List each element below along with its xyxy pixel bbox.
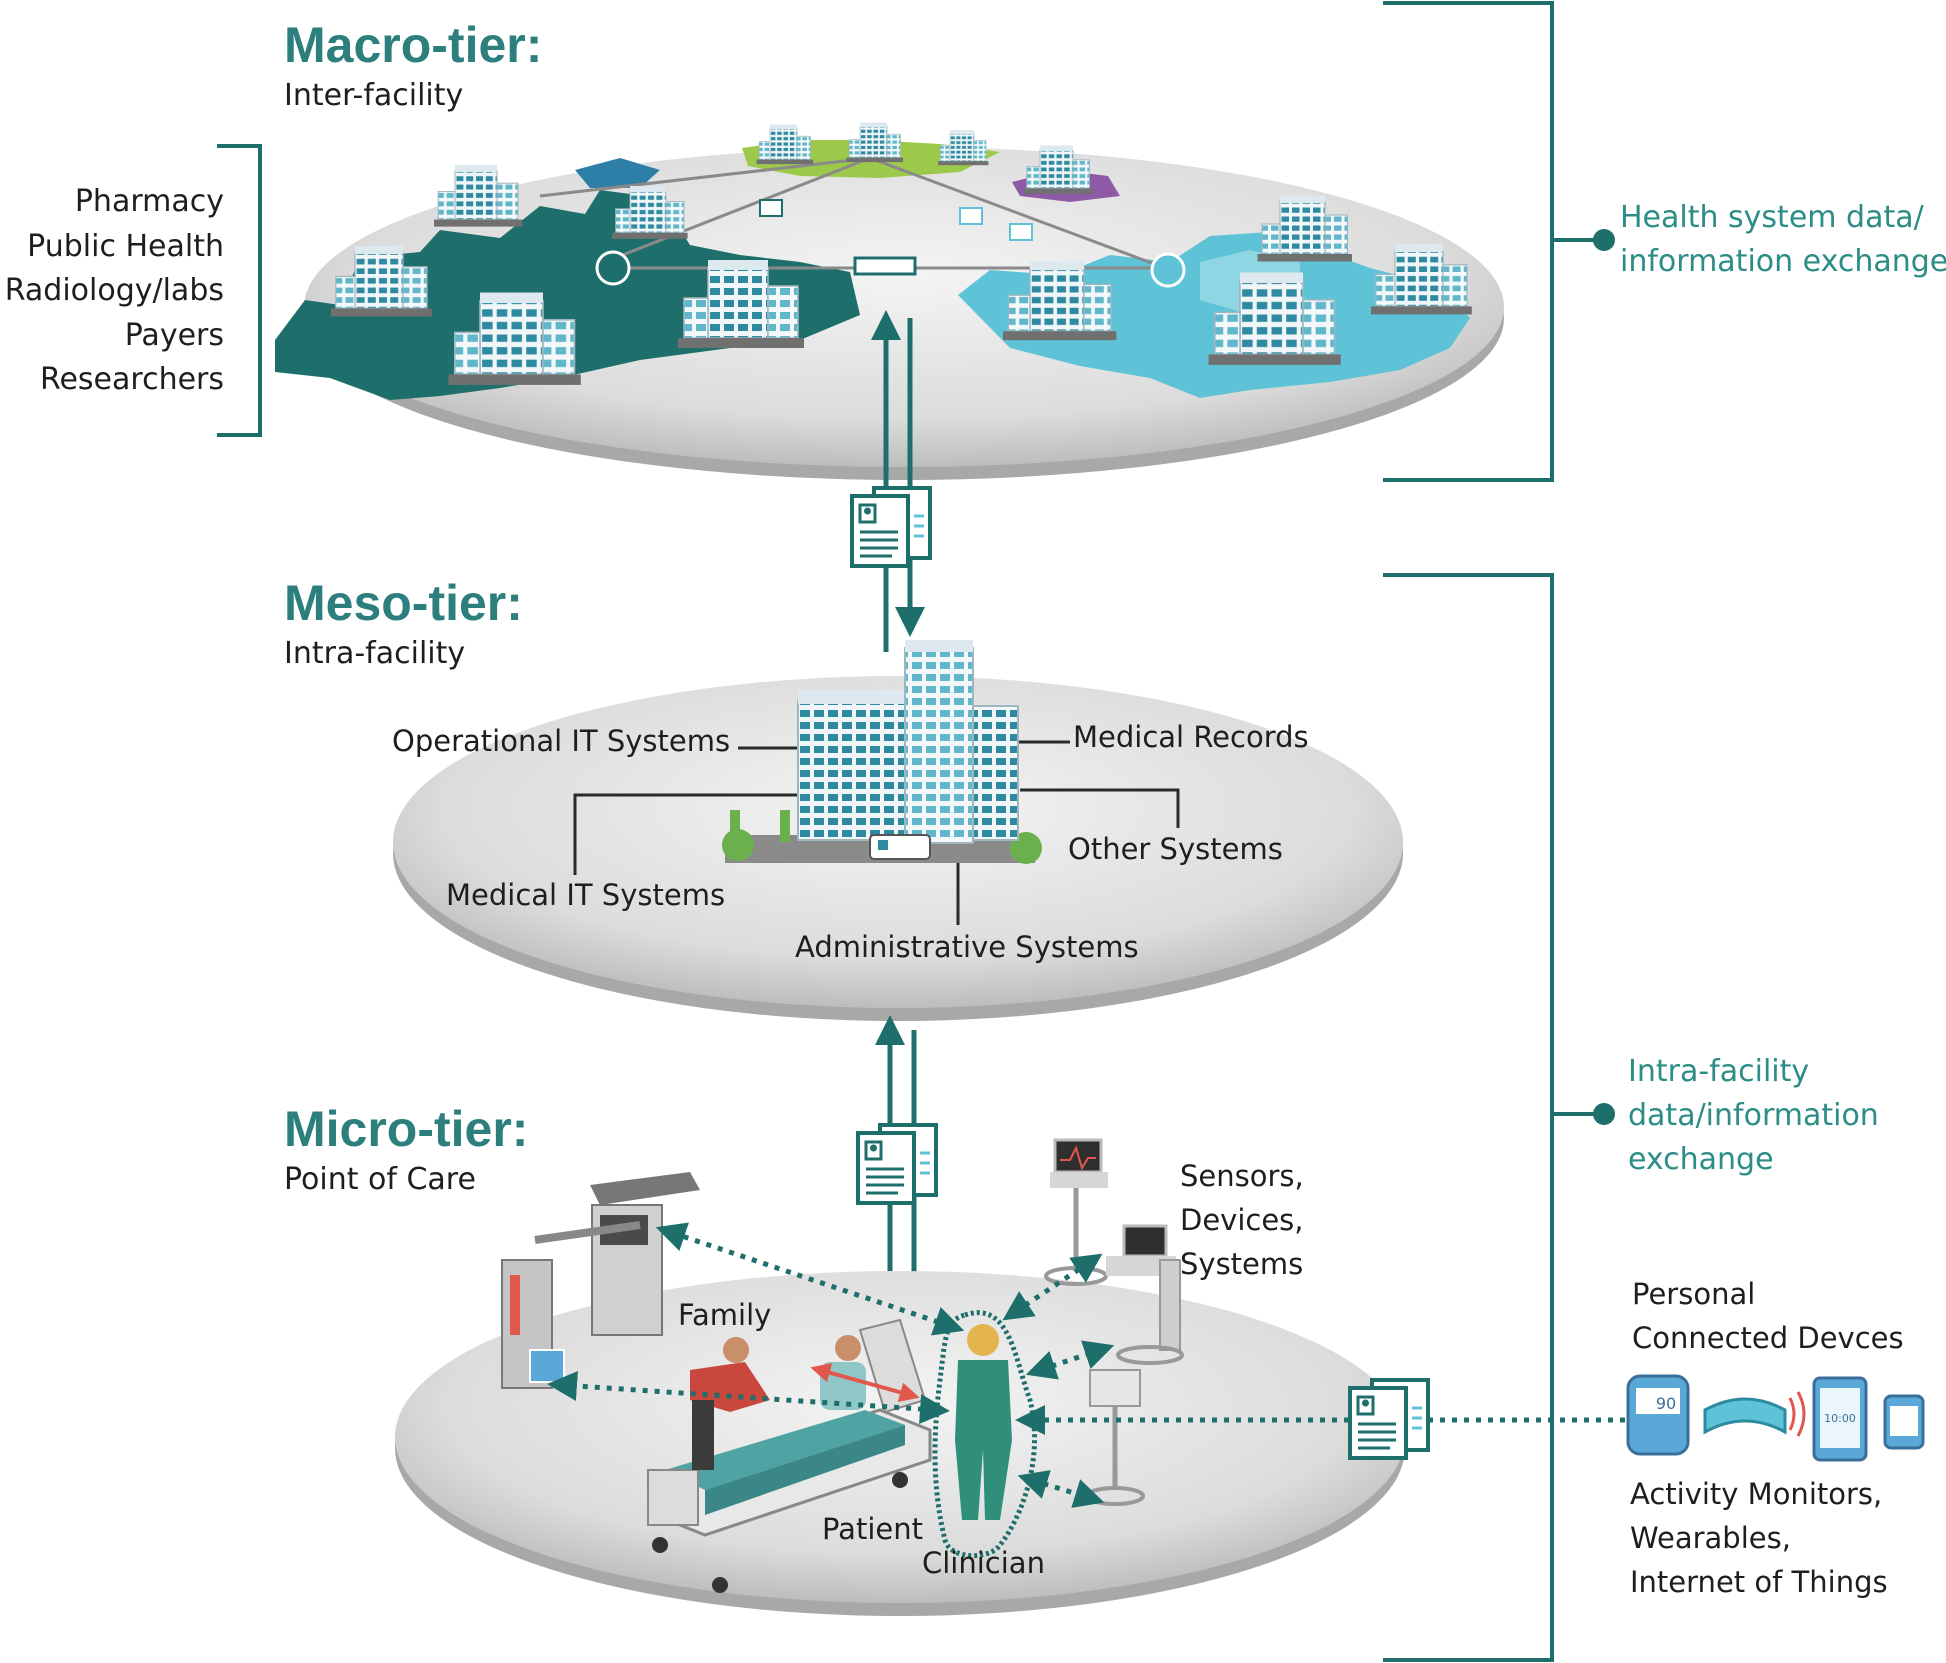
patient-label: Patient [822,1512,923,1546]
personal-connected-devices-label: Personal Connected Devces [1632,1277,1904,1355]
macro-tier-title: Macro-tier: [284,17,543,73]
wearables-label: Activity Monitors, Wearables, Internet o… [1630,1477,1888,1599]
meso-micro-record-icon [856,1123,938,1205]
family-label: Family [678,1298,772,1332]
macro-meso-record-icon [850,486,932,568]
meso-tier-title: Meso-tier: [284,575,523,631]
meso-tier-subtitle: Intra-facility [284,636,466,671]
micro-tier-title: Micro-tier: [284,1101,529,1157]
meso-plate [393,640,1403,1021]
stakeholder-pharmacy: Pharmacy [74,184,224,219]
other-systems-label: Other Systems [1068,832,1283,866]
stakeholder-bracket [217,144,262,437]
macro-plate [275,122,1504,480]
stakeholder-list: Pharmacy Public Health Radiology/labs Pa… [5,180,224,403]
glucose-reading: 90 [1656,1394,1676,1413]
operational-it-systems-label: Operational IT Systems [392,724,731,758]
stakeholder-researchers: Researchers [39,362,224,397]
phone-clock: 10:00 [1824,1412,1856,1425]
point-of-care-connectors [547,1222,1625,1508]
micro-tier-subtitle: Point of Care [284,1162,476,1197]
medical-records-label: Medical Records [1073,720,1309,754]
clinician-figure [932,1310,1038,1559]
intra-facility-exchange-label: Intra-facility data/information exchange [1628,1054,1879,1177]
clinician-label: Clinician [922,1546,1045,1580]
stakeholder-public-health: Public Health [27,228,224,264]
personal-device-record-icon [1348,1378,1430,1460]
sensors-devices-systems-label: Sensors, Devices, Systems [1180,1159,1304,1281]
macro-exchange-label: Health system data/ information exchange [1620,200,1946,279]
macro-tier-subtitle: Inter-facility [284,78,464,113]
stakeholder-payers: Payers [124,317,224,353]
medical-it-systems-label: Medical IT Systems [446,878,726,912]
intra-facility-exchange-bracket [1383,573,1604,1662]
medical-equipment [501,1172,700,1389]
personal-connected-devices: 90 10:00 [1626,1374,1925,1462]
administrative-systems-label: Administrative Systems [795,930,1139,964]
stakeholder-radiology-labs: Radiology/labs [4,273,224,308]
